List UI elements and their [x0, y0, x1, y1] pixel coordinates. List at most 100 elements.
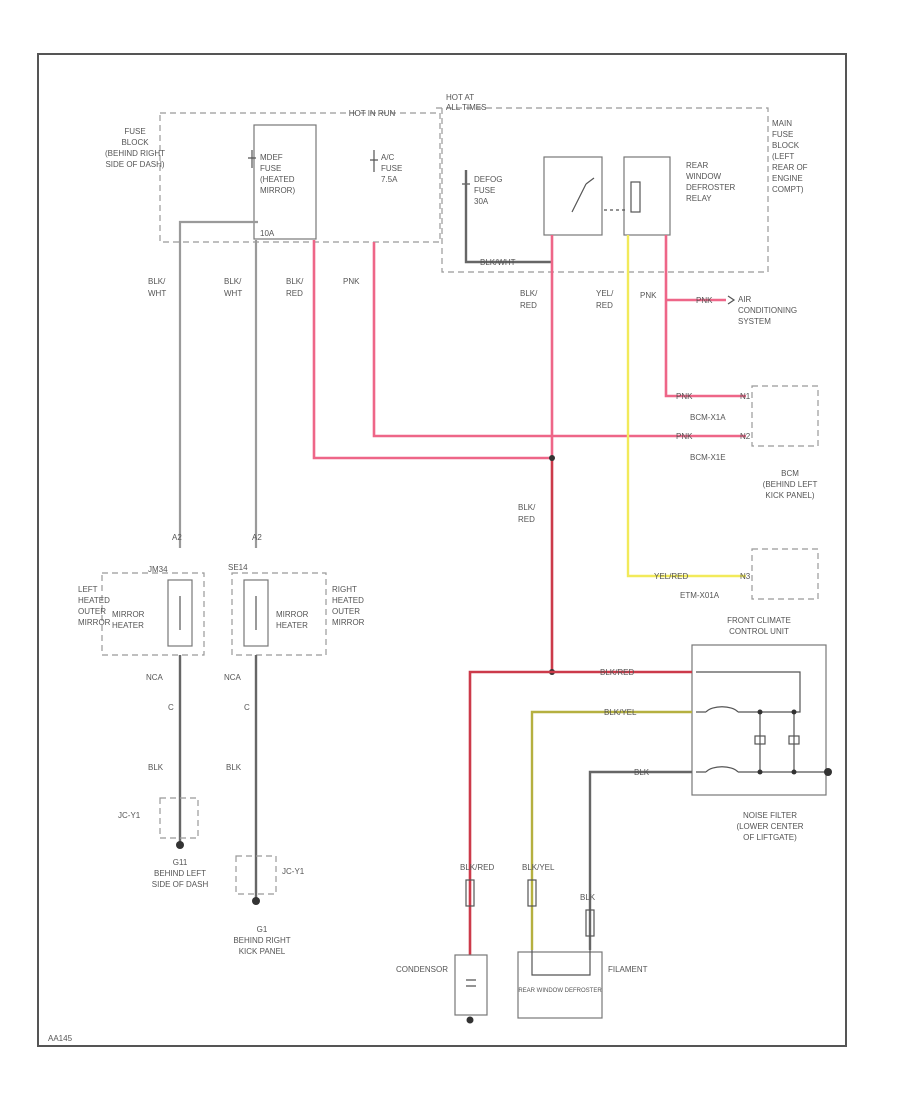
- footer-code: AA145: [48, 1034, 73, 1043]
- svg-text:G11: G11: [173, 858, 188, 867]
- splice-dot-top: [549, 455, 555, 461]
- blk-yel-cu-label: BLK/YEL: [604, 708, 637, 717]
- svg-text:OF LIFTGATE): OF LIFTGATE): [743, 833, 797, 842]
- svg-text:(BEHIND LEFT: (BEHIND LEFT: [763, 480, 818, 489]
- svg-text:A/C: A/C: [381, 153, 395, 162]
- condensor-icon: [466, 979, 476, 987]
- svg-text:DEFOG: DEFOG: [474, 175, 502, 184]
- yel-red-label-b: RED: [596, 301, 613, 310]
- filament-label: FILAMENT: [608, 965, 648, 974]
- left-pin-c: C: [168, 703, 174, 712]
- svg-text:HEATED: HEATED: [78, 596, 110, 605]
- defog-wire: [464, 170, 552, 264]
- bcm-label: BCM (BEHIND LEFT KICK PANEL): [763, 469, 818, 500]
- svg-text:MDEF: MDEF: [260, 153, 283, 162]
- left-mirror-enclosure: [101, 572, 205, 656]
- filter-node-3: [757, 769, 763, 775]
- blk-red-cu-label: BLK/RED: [600, 668, 634, 677]
- blk-wht-label-2b: WHT: [224, 289, 242, 298]
- left-heater-label-b: HEATER: [112, 621, 144, 630]
- bcm-pin-2: N2: [740, 432, 751, 441]
- svg-text:FUSE: FUSE: [381, 164, 402, 173]
- svg-text:REAR: REAR: [686, 161, 708, 170]
- ground-left-conn: JC-Y1: [118, 811, 141, 820]
- pnk-top-label: PNK: [343, 277, 360, 286]
- svg-text:10A: 10A: [260, 229, 275, 238]
- blk-filament-wire: [588, 770, 692, 950]
- condensor-label: CONDENSOR: [396, 965, 448, 974]
- blk-yel-wire: [530, 710, 692, 950]
- right-mirror-label: RIGHT HEATED OUTER MIRROR: [332, 585, 365, 627]
- filament-inner-label: REAR WINDOW DEFROSTER: [518, 988, 602, 994]
- svg-text:BEHIND RIGHT: BEHIND RIGHT: [233, 936, 290, 945]
- svg-text:COMPT): COMPT): [772, 185, 804, 194]
- filter-node-2: [791, 709, 797, 715]
- svg-text:RIGHT: RIGHT: [332, 585, 357, 594]
- ground-right-conn: JC-Y1: [282, 867, 305, 876]
- filament-element: [531, 950, 591, 976]
- relay-coil-icon: [630, 181, 641, 213]
- svg-text:KICK PANEL: KICK PANEL: [239, 947, 286, 956]
- svg-text:(HEATED: (HEATED: [260, 175, 295, 184]
- pnk-bcm2-label: PNK: [676, 432, 693, 441]
- blk-red-label-1: BLK/: [286, 277, 304, 286]
- svg-text:ENGINE: ENGINE: [772, 174, 803, 183]
- mirror-fuse-icon: [248, 150, 256, 168]
- blk-red-relay-label-b: RED: [520, 301, 537, 310]
- noise-filter-inductors: [705, 706, 739, 773]
- svg-text:BCM: BCM: [781, 469, 799, 478]
- relay-switch-icon: [571, 177, 595, 213]
- svg-text:G1: G1: [257, 925, 268, 934]
- ac-fuse-icon: [370, 150, 378, 172]
- right-pin-c: C: [244, 703, 250, 712]
- svg-text:HEATED: HEATED: [332, 596, 364, 605]
- svg-text:FRONT CLIMATE: FRONT CLIMATE: [727, 616, 791, 625]
- svg-text:SIDE OF DASH: SIDE OF DASH: [152, 880, 209, 889]
- svg-text:OUTER: OUTER: [78, 607, 106, 616]
- etm-enclosure: [751, 548, 819, 600]
- blk-cu-label: BLK: [634, 768, 650, 777]
- relay-coil-box: [623, 156, 671, 236]
- right-mirror-enclosure: [231, 572, 327, 656]
- hot-at-all-times-label-1: HOT AT: [446, 93, 474, 102]
- yel-red-wire: [626, 235, 746, 578]
- bcm-conn-3: ETM-X01A: [680, 591, 720, 600]
- relay-label: REAR WINDOW DEFROSTER RELAY: [686, 161, 736, 203]
- fil-connector-left-icon: [527, 879, 537, 907]
- svg-text:WINDOW: WINDOW: [686, 172, 722, 181]
- left-ground-icon: [176, 841, 184, 849]
- filter-node-1: [757, 709, 763, 715]
- blk-red-mid-label: BLK/: [518, 503, 536, 512]
- relay-switch-box: [543, 156, 603, 236]
- noise-filter-caps: [759, 712, 795, 772]
- right-heater-label-b: HEATER: [276, 621, 308, 630]
- right-ground-icon: [252, 897, 260, 905]
- condensor-box: [454, 954, 488, 1016]
- pnk-relay-bcm-wire: [664, 235, 746, 398]
- blk-wht-label-1b: WHT: [148, 289, 166, 298]
- svg-text:30A: 30A: [474, 197, 489, 206]
- hot-in-run-label: HOT IN RUN: [349, 109, 396, 118]
- climate-unit-label: FRONT CLIMATE CONTROL UNIT: [727, 616, 791, 636]
- fuse-block-label: FUSE BLOCK (BEHIND RIGHT SIDE OF DASH): [105, 127, 165, 169]
- condensor-ground-icon: [466, 1016, 474, 1024]
- main-fuse-block-label: MAIN FUSE BLOCK (LEFT REAR OF ENGINE COM…: [772, 119, 808, 194]
- relay-ground-wire-label: BLK/WHT: [480, 258, 516, 267]
- yel-red-bcm-label: YEL/RED: [654, 572, 688, 581]
- svg-text:FUSE: FUSE: [124, 127, 145, 136]
- left-ground-conn-enclosure: [159, 797, 199, 839]
- pnk-ac-fuse-wire: [372, 242, 746, 438]
- svg-text:LEFT: LEFT: [78, 585, 98, 594]
- cap-icon-1: [754, 735, 766, 745]
- right-mirror-conn: SE14: [228, 563, 248, 572]
- svg-text:MIRROR: MIRROR: [78, 618, 111, 627]
- diagram-frame: [37, 53, 847, 1047]
- blk-wht-label-2: BLK/: [224, 277, 242, 286]
- blk-wht-label-1: BLK/: [148, 277, 166, 286]
- svg-text:SIDE OF DASH): SIDE OF DASH): [105, 160, 164, 169]
- fil-conn-left-label: BLK/YEL: [522, 863, 555, 872]
- svg-text:MIRROR): MIRROR): [260, 186, 295, 195]
- blk-red-main-wire: [312, 240, 552, 460]
- ac-arrow-icon: [727, 295, 736, 305]
- blk-red-mid-label-b: RED: [518, 515, 535, 524]
